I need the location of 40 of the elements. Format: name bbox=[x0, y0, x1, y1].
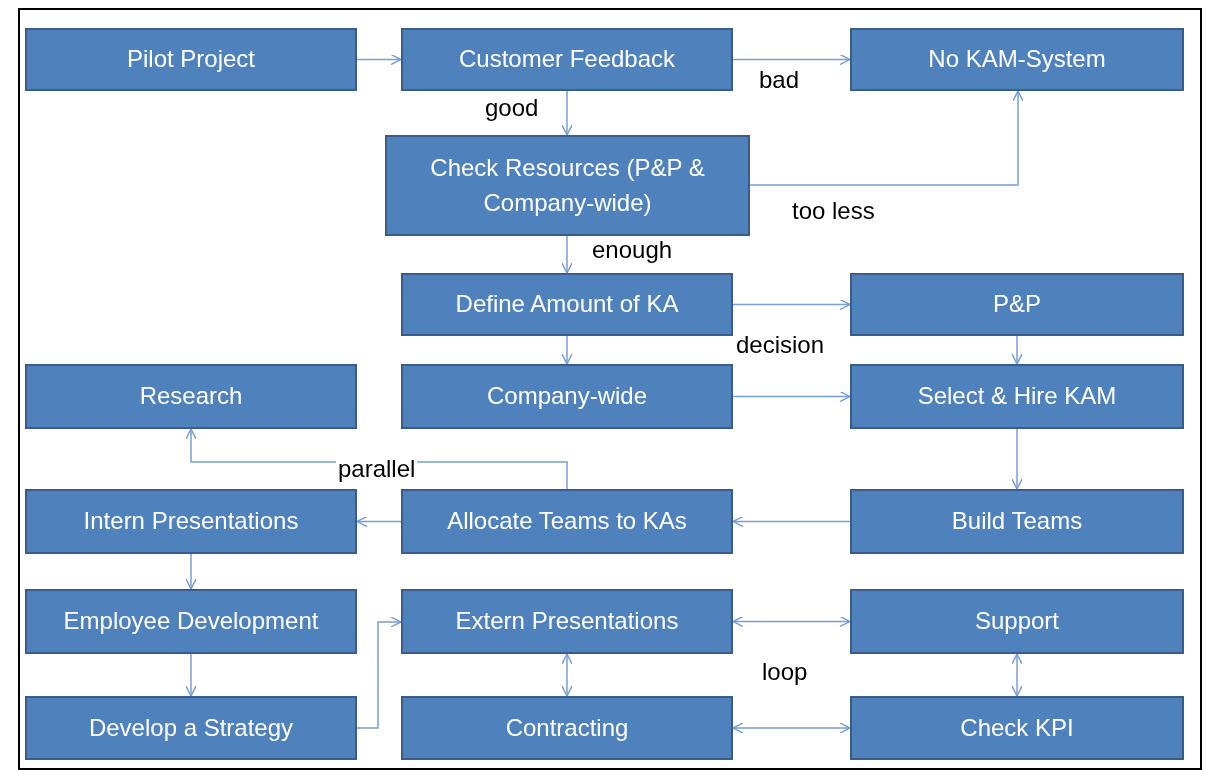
arrow bbox=[561, 653, 573, 697]
process-box: Select & Hire KAM bbox=[850, 364, 1184, 429]
note-label: decision bbox=[736, 333, 825, 357]
process-box: Research bbox=[25, 364, 357, 429]
process-box: Check Resources (P&P & Company-wide) bbox=[385, 135, 750, 236]
arrow bbox=[356, 616, 402, 729]
process-box: Develop a Strategy bbox=[25, 696, 357, 760]
process-box: Contracting bbox=[401, 696, 733, 760]
arrow bbox=[732, 53, 851, 66]
arrow bbox=[1011, 335, 1023, 365]
process-box: Pilot Project bbox=[25, 28, 357, 91]
process-box: Check KPI bbox=[850, 696, 1184, 760]
process-box: Intern Presentations bbox=[25, 489, 357, 554]
process-box: P&P bbox=[850, 273, 1184, 336]
process-box: Extern Presentations bbox=[401, 589, 733, 654]
process-box: Allocate Teams to KAs bbox=[401, 489, 733, 554]
arrow bbox=[561, 335, 573, 365]
arrow bbox=[185, 653, 197, 697]
arrow bbox=[1011, 653, 1023, 697]
arrow bbox=[732, 722, 851, 734]
arrow bbox=[732, 298, 851, 311]
process-box: Customer Feedback bbox=[401, 28, 733, 91]
process-box: Support bbox=[850, 589, 1184, 654]
arrow bbox=[185, 553, 197, 590]
arrow bbox=[356, 53, 402, 66]
process-box: Define Amount of KA bbox=[401, 273, 733, 336]
arrow bbox=[356, 515, 402, 528]
process-box: Company-wide bbox=[401, 364, 733, 429]
edge-label: parallel bbox=[336, 457, 418, 481]
arrow bbox=[732, 515, 851, 528]
arrow bbox=[732, 390, 851, 403]
arrow bbox=[1011, 428, 1023, 490]
process-box: No KAM-System bbox=[850, 28, 1184, 91]
arrow bbox=[561, 90, 573, 136]
arrow bbox=[732, 615, 851, 628]
note-label: loop bbox=[762, 660, 808, 684]
process-box: Employee Development bbox=[25, 589, 357, 654]
arrow bbox=[561, 235, 573, 274]
process-box: Build Teams bbox=[850, 489, 1184, 554]
arrow bbox=[749, 90, 1024, 186]
